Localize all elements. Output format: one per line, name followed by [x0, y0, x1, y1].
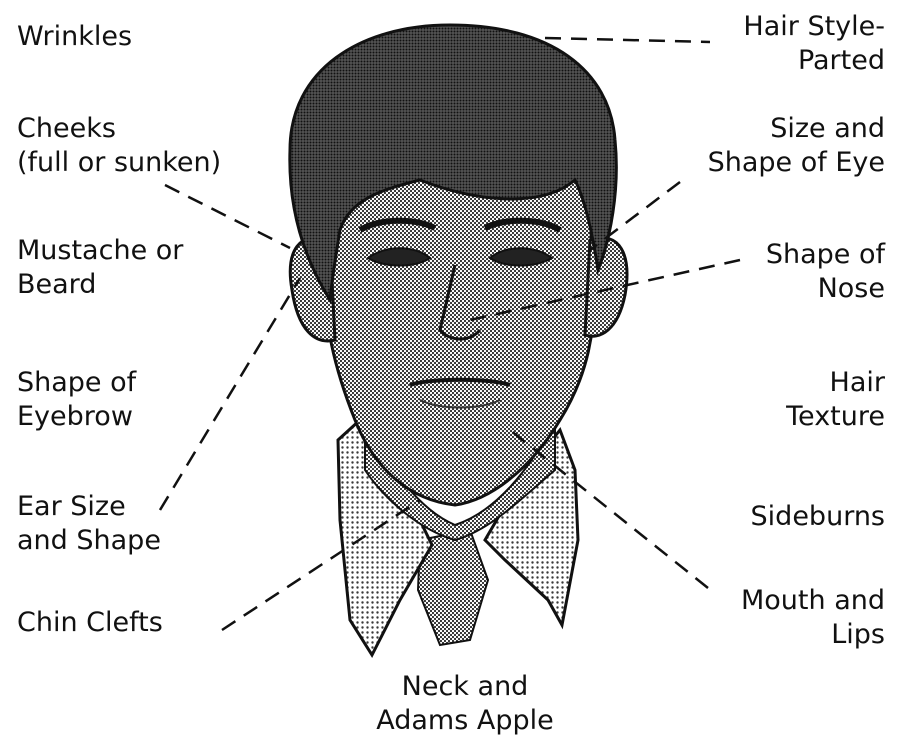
leader-cheeks — [165, 185, 290, 248]
label-mustache-or-beard: Mustache or Beard — [17, 234, 183, 302]
label-hair-texture: Hair Texture — [786, 366, 885, 434]
label-mouth-and-lips: Mouth and Lips — [741, 584, 885, 652]
label-hair-style-parted: Hair Style- Parted — [743, 10, 885, 78]
leader-ear — [160, 278, 300, 510]
label-size-shape-eye: Size and Shape of Eye — [708, 112, 885, 180]
label-shape-of-nose: Shape of Nose — [766, 238, 885, 306]
label-cheeks: Cheeks (full or sunken) — [17, 112, 221, 180]
label-wrinkles: Wrinkles — [17, 20, 132, 54]
label-neck-adams-apple: Neck and Adams Apple — [360, 670, 570, 738]
right-ear — [585, 238, 627, 336]
label-chin-clefts: Chin Clefts — [17, 606, 163, 640]
label-shape-of-eyebrow: Shape of Eyebrow — [17, 366, 136, 434]
label-ear-size-shape: Ear Size and Shape — [17, 490, 161, 558]
leader-hair-style — [545, 38, 710, 42]
label-sideburns: Sideburns — [751, 500, 885, 534]
